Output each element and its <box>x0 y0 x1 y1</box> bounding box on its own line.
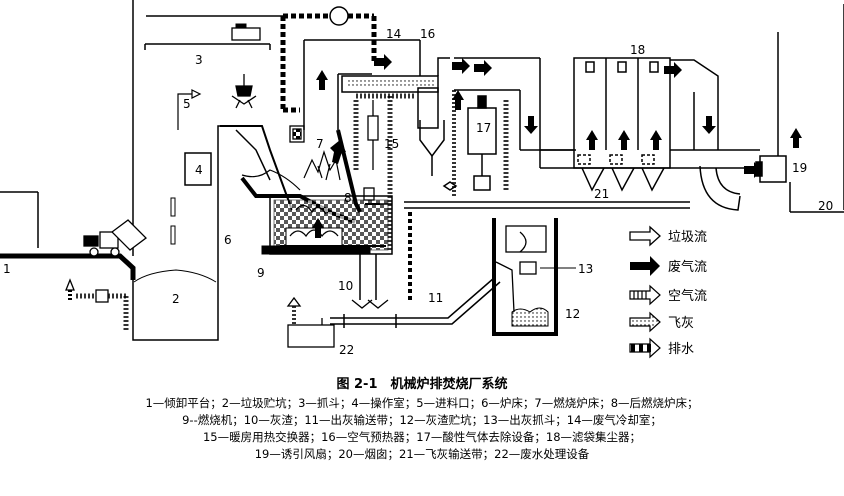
ash-discharge <box>330 212 501 328</box>
legend-fly-ash-arrow <box>629 311 661 333</box>
label-16: 16 <box>420 27 435 41</box>
legend-garbage-arrow <box>629 225 661 247</box>
legend-label-exhaust: 废气流 <box>668 259 707 275</box>
label-21: 21 <box>594 187 609 201</box>
tipping-platform <box>0 0 136 280</box>
label-1: 1 <box>3 262 11 276</box>
label-19: 19 <box>792 161 807 175</box>
label-4: 4 <box>195 163 203 177</box>
garbage-flow-arrow <box>177 89 202 130</box>
component-labels: 1 2 3 4 5 6 7 8 9 10 11 12 13 14 15 16 1… <box>3 27 833 357</box>
exhaust-flow-arrows <box>312 54 802 238</box>
bag-filter <box>520 57 760 192</box>
legend: 垃圾流 废气流 空气流 飞灰 排水 <box>629 225 707 359</box>
label-15: 15 <box>384 137 399 151</box>
chimney <box>777 4 844 213</box>
label-20: 20 <box>818 199 833 213</box>
drain-pipe <box>280 6 377 113</box>
label-10: 10 <box>338 279 353 293</box>
legend-label-drain: 排水 <box>668 342 694 357</box>
acid-gas-scrubber <box>452 57 541 196</box>
gas-duct-furnace <box>303 39 372 130</box>
ash-pit <box>492 218 558 336</box>
legend-label-garbage: 垃圾流 <box>668 230 707 245</box>
label-3: 3 <box>195 53 203 67</box>
label-2: 2 <box>172 292 180 306</box>
label-8: 8 <box>344 191 352 205</box>
outlet-duct <box>670 59 719 150</box>
legend-exhaust-arrow <box>630 256 660 276</box>
figure-title: 图 2-1 机械炉排焚烧厂系统 <box>336 377 508 392</box>
operation-room <box>170 152 212 245</box>
induced-draft-fan <box>699 155 787 211</box>
incinerator-furnace <box>220 125 393 255</box>
garbage-truck-icon <box>83 219 147 257</box>
heating-exchanger <box>353 93 414 250</box>
label-14: 14 <box>386 27 401 41</box>
label-18: 18 <box>630 43 645 57</box>
label-5: 5 <box>183 97 191 111</box>
air-preheater <box>419 120 458 191</box>
fly-ash-conveyor <box>404 201 690 209</box>
gas-cooling-chamber <box>341 39 450 129</box>
burner-stack <box>289 125 305 143</box>
label-12: 12 <box>565 307 580 321</box>
label-7: 7 <box>316 137 324 151</box>
label-13: 13 <box>578 262 593 276</box>
caption-line-4: 19—诱引风扇；20—烟囱；21—飞灰输送带；22—废水处理设备 <box>254 447 590 461</box>
label-22: 22 <box>339 343 354 357</box>
legend-label-air: 空气流 <box>668 288 707 304</box>
wastewater-treatment <box>65 278 335 348</box>
caption-line-2: 9--燃烧机；10—灰渣；11—出灰输送带；12—灰渣贮坑；13—出灰抓斗；14… <box>182 413 662 427</box>
incinerator-system-diagram: 垃圾流 废气流 空气流 飞灰 排水 1 2 3 4 5 6 7 8 9 10 1… <box>0 0 844 359</box>
caption-line-1: 1—倾卸平台；2—垃圾贮坑；3—抓斗；4—操作室；5—进料口；6—炉床；7—燃烧… <box>145 396 699 410</box>
legend-drain-arrow <box>629 337 661 359</box>
label-6: 6 <box>224 233 232 247</box>
garbage-pit <box>132 125 220 341</box>
grab-bucket-icon <box>231 74 257 109</box>
label-9: 9 <box>257 266 265 280</box>
caption-line-3: 15—暖房用热交换器；16—空气预热器；17—酸性气体去除设备；18—滤袋集尘器… <box>202 430 642 444</box>
legend-label-fly-ash: 飞灰 <box>668 316 694 331</box>
label-11: 11 <box>428 291 443 305</box>
label-17: 17 <box>476 121 491 135</box>
legend-air-arrow <box>629 284 661 306</box>
crane-rail <box>144 15 283 50</box>
